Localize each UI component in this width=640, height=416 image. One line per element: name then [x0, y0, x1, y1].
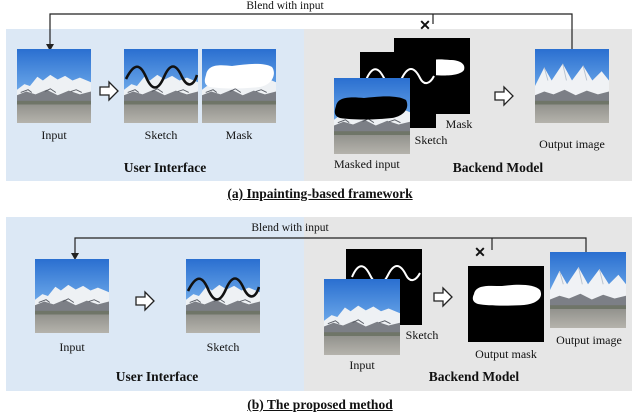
landscape-image	[17, 49, 91, 123]
caption-top: (a) Inpainting-based framework	[227, 186, 413, 201]
output-label-top: Output image	[539, 137, 605, 151]
sketch-label-bottom: Sketch	[206, 340, 240, 354]
caption-bottom: (b) The proposed method	[247, 397, 393, 412]
output-mask-image-bottom	[468, 266, 544, 342]
backend-mask-label-top: Mask	[445, 117, 473, 131]
blocked-x-icon-top: ✕	[419, 19, 431, 34]
masked-input-image-top	[334, 78, 410, 154]
backend-sketch-label-top: Sketch	[414, 133, 448, 147]
sketch-image-bottom	[186, 259, 260, 333]
backend-input-label-bottom: Input	[349, 358, 375, 372]
mask-image-top	[202, 49, 276, 123]
output-mask-label-bottom: Output mask	[475, 347, 537, 361]
sketch-label-top: Sketch	[144, 128, 178, 142]
output-image-bottom	[550, 252, 626, 328]
mask-label-top: Mask	[225, 128, 253, 142]
blend-label-top: Blend with input	[246, 0, 324, 12]
ui-title-top: User Interface	[123, 160, 207, 175]
sketch-image-top	[124, 49, 198, 123]
ui-title-bottom: User Interface	[115, 369, 199, 384]
input-label-top: Input	[41, 128, 67, 142]
input-image-top	[17, 49, 91, 123]
input-image-bottom	[35, 259, 109, 333]
masked-input-label-top: Masked input	[334, 157, 400, 171]
input-label-bottom: Input	[59, 340, 85, 354]
output-label-bottom: Output image	[556, 333, 622, 347]
blend-label-bottom: Blend with input	[251, 222, 329, 234]
backend-input-image-bottom	[324, 279, 400, 355]
backend-sketch-label-bottom: Sketch	[405, 328, 439, 342]
output-image-top	[535, 49, 609, 123]
backend-title-top: Backend Model	[452, 160, 544, 175]
blocked-x-icon-bottom: ✕	[474, 246, 486, 261]
backend-title-bottom: Backend Model	[428, 369, 520, 384]
